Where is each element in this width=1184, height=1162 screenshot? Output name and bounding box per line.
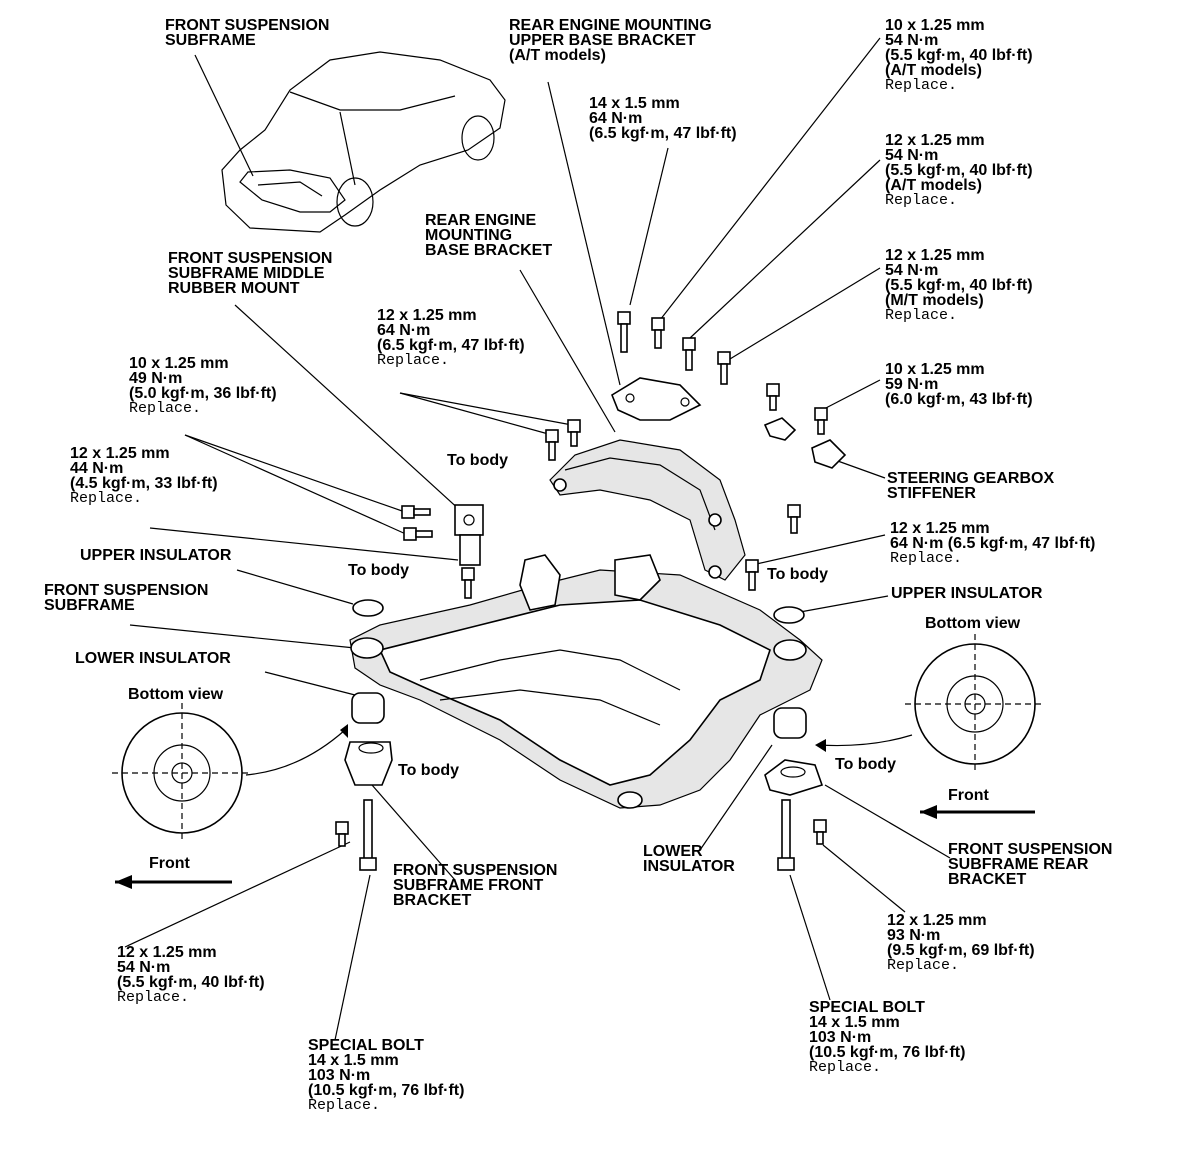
leader-lines [124,37,951,1041]
torque-spec-special-bolt-right: SPECIAL BOLT 14 x 1.5 mm 103 N·m (10.5 k… [809,999,966,1076]
label-front-suspension-subframe-top: FRONT SUSPENSION SUBFRAME [165,17,330,49]
label-front-suspension-subframe-left: FRONT SUSPENSION SUBFRAME [44,582,209,614]
car-outline-illustration [221,51,506,233]
label-steering-gearbox-stiffener: STEERING GEARBOX STIFFENER [887,470,1055,502]
torque-spec-12x1.25-93nm: 12 x 1.25 mm 93 N·m (9.5 kgf·m, 69 lbf·f… [887,912,1035,974]
label-upper-insulator-left: UPPER INSULATOR [80,547,232,564]
label-upper-insulator-right: UPPER INSULATOR [891,585,1043,602]
torque-spec-special-bolt-left: SPECIAL BOLT 14 x 1.5 mm 103 N·m (10.5 k… [308,1037,465,1114]
label-bottom-view-left: Bottom view [128,686,224,703]
bottom-view-left-detail [112,703,348,889]
label-lower-insulator-bottom: LOWER INSULATOR [643,843,735,875]
torque-spec-10x1.25-54nm-at: 10 x 1.25 mm 54 N·m (5.5 kgf·m, 40 lbf·f… [885,17,1033,94]
steering-gearbox-stiffener [763,417,847,469]
rear-engine-mounting-base-bracket [549,439,746,581]
insulators [344,599,824,796]
label-rear-engine-mounting-upper-base-bracket: REAR ENGINE MOUNTING UPPER BASE BRACKET … [509,17,712,64]
torque-spec-12x1.25-44nm: 12 x 1.25 mm 44 N·m (4.5 kgf·m, 33 lbf·f… [70,445,218,507]
bolts [335,311,828,871]
torque-spec-14x1.5-64nm: 14 x 1.5 mm 64 N·m (6.5 kgf·m, 47 lbf·ft… [589,95,737,142]
torque-spec-12x1.25-54nm-at: 12 x 1.25 mm 54 N·m (5.5 kgf·m, 40 lbf·f… [885,132,1033,209]
torque-spec-12x1.25-54nm-bottom: 12 x 1.25 mm 54 N·m (5.5 kgf·m, 40 lbf·f… [117,944,265,1006]
label-subframe-middle-rubber-mount: FRONT SUSPENSION SUBFRAME MIDDLE RUBBER … [168,250,333,297]
subframe-main [349,554,823,809]
torque-spec-10x1.25-49nm: 10 x 1.25 mm 49 N·m (5.0 kgf·m, 36 lbf·f… [129,355,277,417]
label-to-body-upper-insulator-left: To body [348,562,410,579]
label-front-arrow-left: Front [149,855,190,872]
label-to-body-middle-mount: To body [447,452,509,469]
bottom-view-right-detail [815,634,1045,819]
middle-rubber-mount [454,504,484,566]
label-lower-insulator-left: LOWER INSULATOR [75,650,231,667]
upper-base-bracket [611,377,702,421]
label-to-body-right: To body [767,566,829,583]
label-rear-engine-mounting-base-bracket: REAR ENGINE MOUNTING BASE BRACKET [425,212,553,259]
label-bottom-view-right: Bottom view [925,615,1021,632]
label-front-arrow-right: Front [948,787,989,804]
torque-spec-12x1.25-64nm-right: 12 x 1.25 mm 64 N·m (6.5 kgf·m, 47 lbf·f… [890,520,1096,567]
label-to-body-front-bracket: To body [398,762,460,779]
torque-spec-12x1.25-64nm-left: 12 x 1.25 mm 64 N·m (6.5 kgf·m, 47 lbf·f… [377,307,525,369]
torque-spec-10x1.25-59nm: 10 x 1.25 mm 59 N·m (6.0 kgf·m, 43 lbf·f… [885,361,1033,408]
label-subframe-rear-bracket: FRONT SUSPENSION SUBFRAME REAR BRACKET [948,841,1113,888]
torque-spec-12x1.25-54nm-mt: 12 x 1.25 mm 54 N·m (5.5 kgf·m, 40 lbf·f… [885,247,1033,324]
label-to-body-rear-bracket: To body [835,756,897,773]
label-subframe-front-bracket: FRONT SUSPENSION SUBFRAME FRONT BRACKET [393,862,558,909]
